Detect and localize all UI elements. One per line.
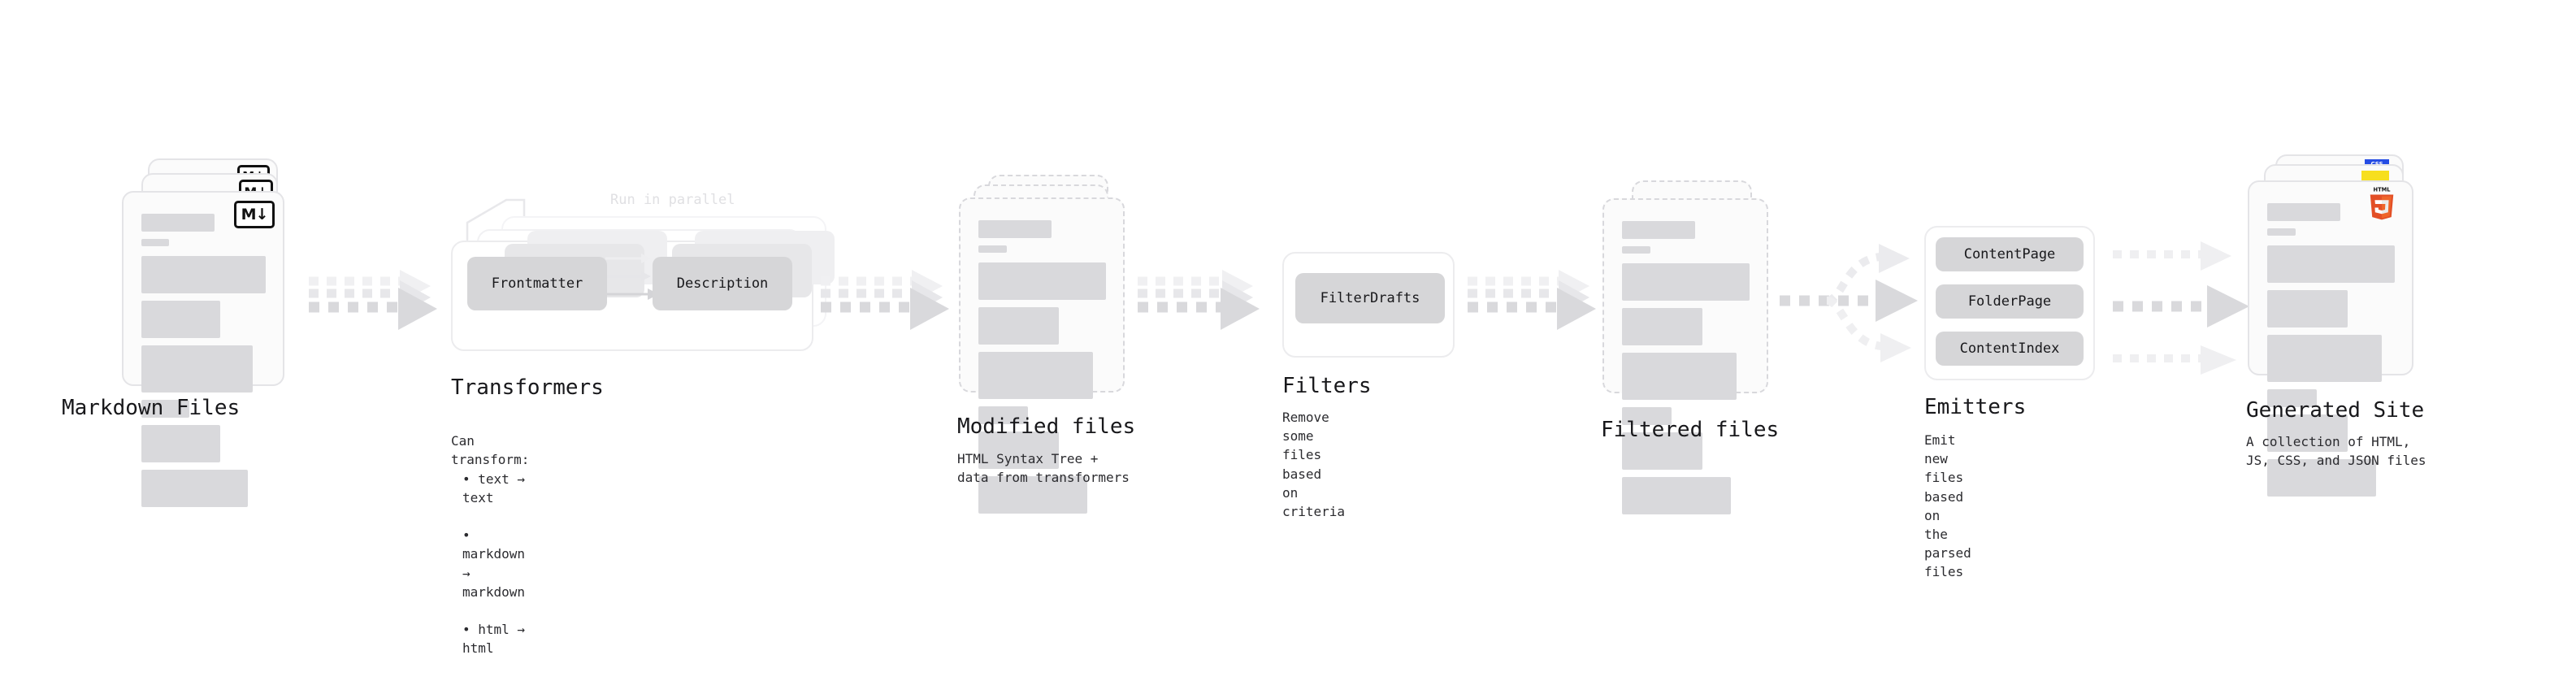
markdown-badge: M↓ [234, 201, 275, 228]
arrow-filtered-to-emitters [1780, 244, 1918, 362]
filters-title: Filters [1282, 374, 1372, 398]
site-card-stack: CSS HTML [2248, 154, 2443, 497]
arrow-transformers-to-modified [821, 270, 949, 330]
run-in-parallel-leader [466, 198, 526, 244]
filtered-placeholder-lines [1622, 221, 1752, 522]
stage-modified-files: Modified files HTML Syntax Tree + data f… [957, 175, 1146, 514]
emitters-pill-folderpage[interactable]: FolderPage [1936, 284, 2084, 319]
markdown-files-title: Markdown Files [62, 396, 241, 420]
filters-pill-filterdrafts[interactable]: FilterDrafts [1295, 273, 1445, 323]
transformers-description: Can transform: • text → text • markdown … [451, 413, 529, 677]
modified-card-stack [959, 175, 1146, 514]
filters-description: Remove some files based on criteria [1282, 410, 1346, 519]
markdown-card-stack: M↓ M↓ M↓ [122, 158, 309, 507]
modified-card-front[interactable] [959, 197, 1125, 514]
run-in-parallel-label: Run in parallel [610, 192, 735, 208]
site-placeholder-lines [2267, 203, 2397, 504]
emitters-pill-contentindex[interactable]: ContentIndex [1936, 332, 2084, 366]
modified-placeholder-lines [978, 220, 1108, 521]
stage-filtered-files: Filtered files [1601, 180, 1789, 514]
emitters-description: Emit new files based on the parsed files [1924, 432, 1971, 580]
transformer-pill-description[interactable]: Description [653, 257, 792, 310]
transformers-desc-lead: Can transform: [451, 433, 530, 468]
stage-generated-site: CSS HTML Generated Site A collection of [2246, 154, 2443, 497]
arrow-markdown-to-transformers [309, 270, 437, 330]
transformers-title: Transformers [451, 375, 604, 400]
generated-site-title: Generated Site [2246, 398, 2425, 423]
svg-text:HTML: HTML [2374, 187, 2392, 193]
filtered-card-front[interactable] [1602, 198, 1768, 514]
arrow-modified-to-filters [1138, 270, 1260, 330]
transformers-bullet-1: • markdown → markdown [462, 527, 526, 600]
arrow-filters-to-filtered [1468, 270, 1596, 330]
markdown-placeholder-lines [141, 214, 268, 514]
emitters-title: Emitters [1924, 395, 2027, 419]
transformers-bullet-0: • text → text [462, 471, 526, 505]
transformer-pill-frontmatter[interactable]: Frontmatter [467, 257, 607, 310]
modified-files-description: HTML Syntax Tree + data from transformer… [957, 451, 1130, 486]
arrow-emitters-to-site [2113, 241, 2249, 375]
filtered-files-title: Filtered files [1601, 418, 1780, 442]
stage-markdown-files: M↓ M↓ M↓ Markdown Files [62, 158, 309, 507]
transformers-bullet-2: • html → html [462, 622, 526, 657]
emitters-pill-contentpage[interactable]: ContentPage [1936, 237, 2084, 271]
modified-files-title: Modified files [957, 414, 1136, 439]
site-card-front[interactable] [2248, 180, 2413, 497]
html5-logo-icon: HTML [2370, 187, 2394, 220]
filtered-card-stack [1602, 180, 1789, 514]
generated-site-description: A collection of HTML, JS, CSS, and JSON … [2246, 434, 2426, 469]
